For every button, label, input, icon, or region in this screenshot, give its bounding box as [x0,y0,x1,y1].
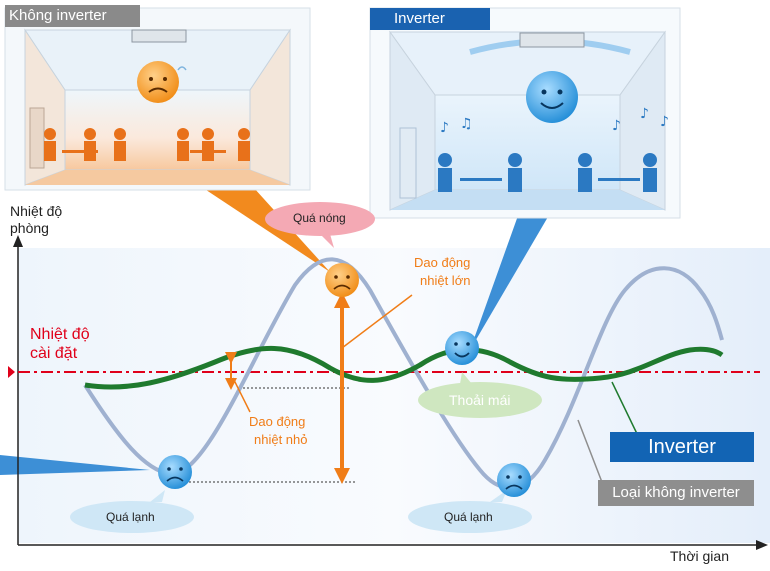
inverter-room: ♪ ♫ ♪ ♪ ♪ [369,7,681,219]
large-swing-label-line2: nhiệt lớn [420,273,471,288]
happy-face-icon [445,331,479,365]
legend-non-inverter: Loại không inverter [598,480,754,506]
too-hot-bubble [265,202,375,248]
cold-face-icon [158,455,192,489]
setpoint-label-line2: cài đặt [30,345,78,362]
music-note-icon: ♪ [660,114,669,130]
non-inverter-pointer [188,178,330,272]
too-cold-bubble-right [408,490,532,533]
comfortable-bubble [418,372,542,418]
x-axis-label: Thời gian [670,548,729,564]
ac-unit-icon [519,32,585,48]
non-inverter-room [4,7,311,191]
x-axis-arrow-icon [756,540,768,550]
inverter-curve [84,346,724,390]
large-swing-arrowhead-icon [334,468,350,484]
y-axis-arrow-icon [13,235,23,247]
small-swing-label-line2: nhiệt nhỏ [254,432,308,447]
small-swing-leader [232,377,251,413]
inverter-pointer [470,210,552,350]
y-axis-label-line2: phòng [10,220,49,236]
large-swing-leader [341,294,413,349]
legend-inverter-leader [611,381,641,441]
hot-face-icon [325,263,359,297]
cold-edge-pointer [0,455,150,475]
ac-unit-icon [131,29,187,43]
setpoint-label-line1: Nhiệt độ [30,326,90,343]
non-inverter-curve [83,257,724,490]
music-note-icon: ♪ [640,106,649,122]
comfortable-label: Thoải mái [449,392,511,408]
inverter-title: Inverter [394,10,445,27]
large-swing-arrowhead-icon [334,292,350,308]
setpoint-marker-icon [8,366,15,378]
hot-face-icon [137,61,187,103]
too-cold-bubble-left [70,490,194,533]
cold-face-icon [497,463,531,497]
non-inverter-title: Không inverter [9,7,107,24]
music-note-icon: ♫ [460,116,473,132]
music-note-icon: ♪ [612,118,621,134]
y-axis-label-line1: Nhiệt độ [10,203,63,219]
small-swing-label-line1: Dao động [249,414,306,429]
large-swing-label-line1: Dao động [414,255,471,270]
too-cold-label-right: Quá lạnh [444,510,493,524]
happy-face-icon [526,71,578,123]
too-hot-label: Quá nóng [293,211,346,225]
too-cold-label-left: Quá lạnh [106,510,155,524]
legend-non-inverter-leader [577,419,606,491]
music-note-icon: ♪ [440,120,449,136]
legend-inverter: Inverter [610,432,754,462]
